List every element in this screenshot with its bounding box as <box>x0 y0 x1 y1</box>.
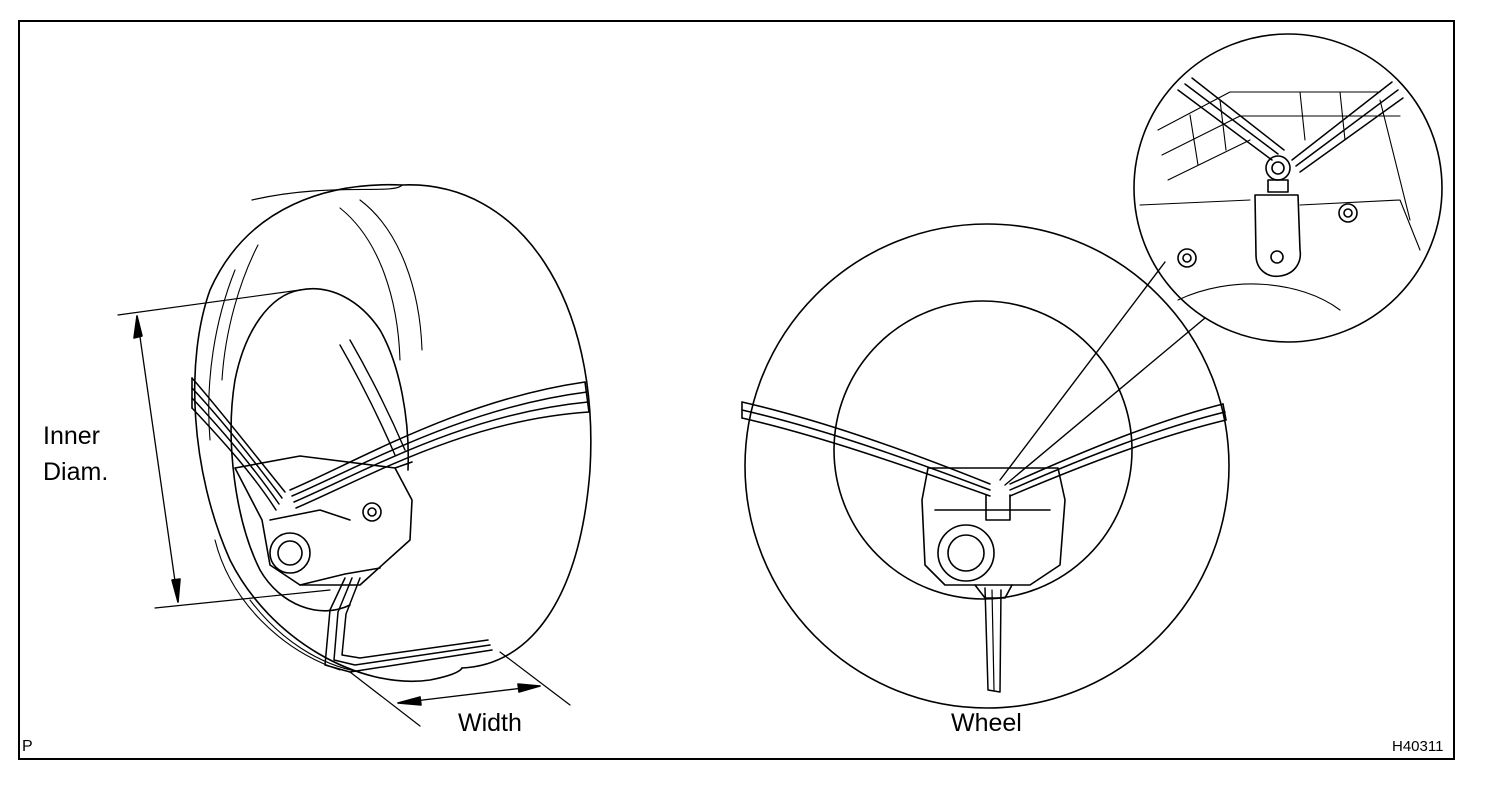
wheel-label: Wheel <box>951 709 1022 737</box>
corner-mark: P <box>22 738 33 755</box>
width-label: Width <box>458 709 522 737</box>
left-tire-illustration <box>117 183 592 727</box>
inner-diam-label-line2: Diam. <box>43 458 109 486</box>
inner-diam-label-line1: Inner <box>43 422 100 450</box>
figure-code: H40311 <box>1392 738 1444 755</box>
right-wheel-illustration <box>741 33 1443 709</box>
figure-frame <box>18 20 1455 760</box>
